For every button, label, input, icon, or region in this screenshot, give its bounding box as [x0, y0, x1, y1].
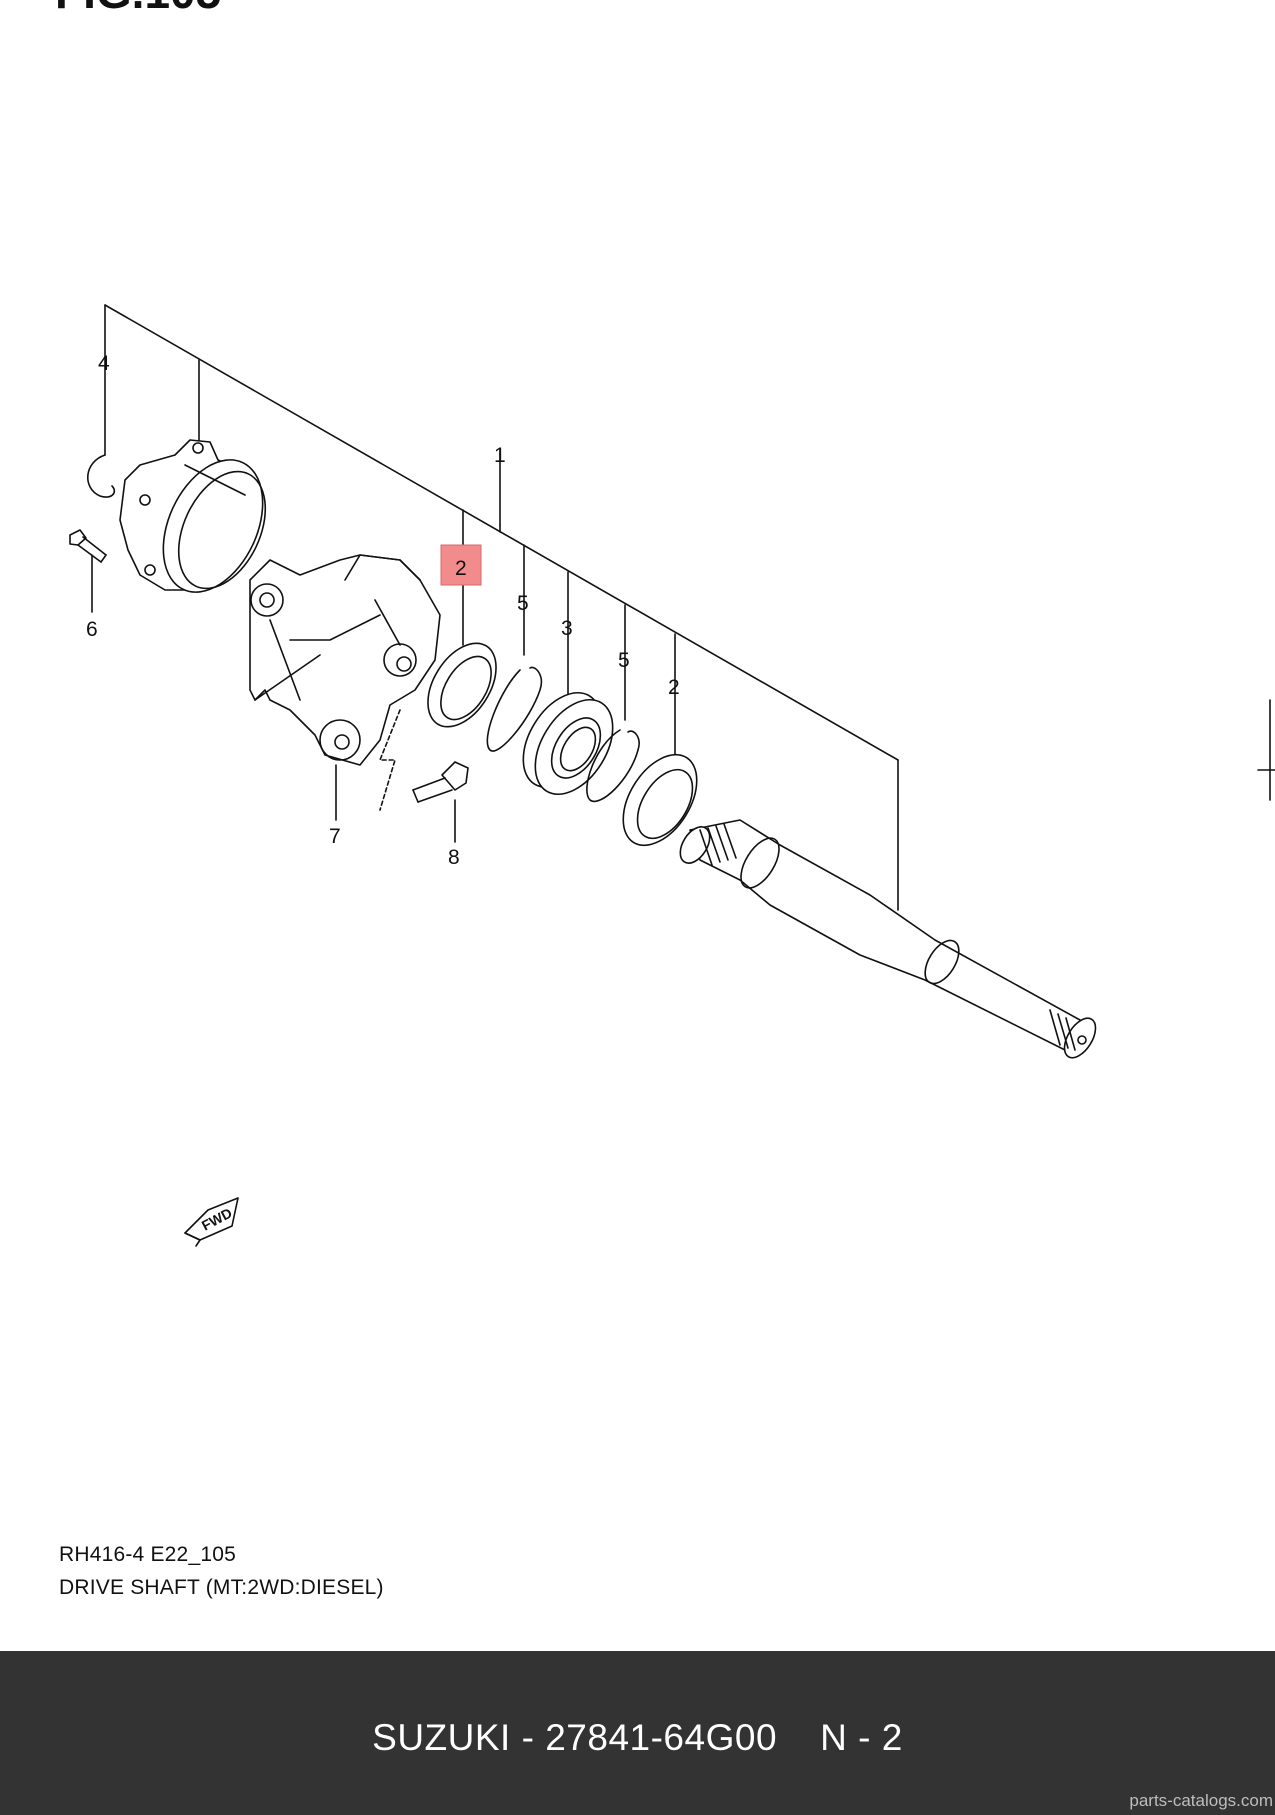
watermark[interactable]: parts-catalogs.com	[1129, 1791, 1273, 1810]
callout-3[interactable]: 3	[561, 617, 573, 640]
reference-code: RH416-4 E22_105	[59, 1543, 236, 1566]
part-number-title: SUZUKI - 27841-64G00 N - 2	[372, 1717, 903, 1758]
callout-4[interactable]: 4	[98, 352, 110, 375]
callout-2-highlighted[interactable]: 2	[455, 557, 467, 580]
callout-7[interactable]: 7	[329, 825, 341, 848]
callout-5-left[interactable]: 5	[517, 592, 529, 615]
callout-8[interactable]: 8	[448, 846, 460, 869]
callout-5-right[interactable]: 5	[618, 649, 630, 672]
reference-title: DRIVE SHAFT (MT:2WD:DIESEL)	[59, 1576, 384, 1599]
callout-6[interactable]: 6	[86, 618, 98, 641]
fig-label: FIG.105	[55, 0, 221, 18]
callout-1[interactable]: 1	[494, 444, 506, 467]
parts-diagram: FIG.105	[55, 0, 1275, 1247]
footer-bar: SUZUKI - 27841-64G00 N - 2 parts-catalog…	[0, 1651, 1275, 1815]
callout-2[interactable]: 2	[668, 676, 680, 699]
callout-2-highlight	[440, 544, 482, 586]
